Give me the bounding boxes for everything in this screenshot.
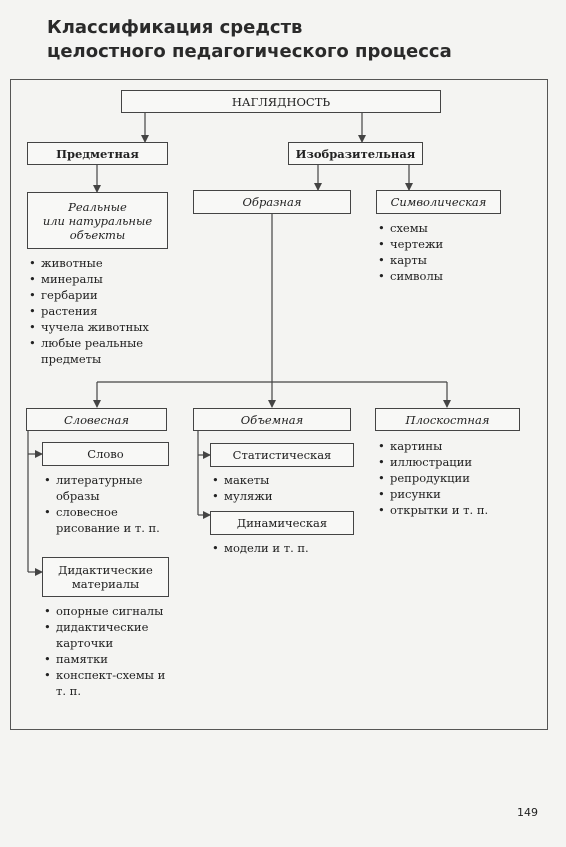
list-item: конспект-схемы и т. п.: [42, 667, 170, 699]
dinamicheskaya-box: Динамическая: [210, 511, 354, 535]
list-item: растения: [27, 303, 167, 319]
obemnaya-box: Объемная: [193, 408, 351, 431]
list-item: карты: [376, 252, 501, 268]
list-item: открытки и т. п.: [376, 502, 521, 518]
list-item: схемы: [376, 220, 501, 236]
list-item: муляжи: [210, 488, 350, 504]
list-item: рисунки: [376, 486, 521, 502]
page-number: 149: [517, 806, 538, 819]
simvolicheskaya-list: схемы чертежи карты символы: [376, 220, 501, 284]
list-item: дидактические карточки: [42, 619, 170, 651]
statisticheskaya-label: Статистическая: [232, 448, 332, 462]
list-item: любые реальные предметы: [27, 335, 167, 367]
obraznaya-box: Образная: [193, 190, 351, 214]
root-label: НАГЛЯДНОСТЬ: [231, 94, 331, 109]
real-objects-line-1: Реальные: [68, 199, 127, 214]
didactic-line-2: материалы: [71, 577, 140, 591]
ploskostnaya-list: картины иллюстрации репродукции рисунки …: [376, 438, 521, 518]
slovo-label: Слово: [87, 447, 124, 461]
list-item: животные: [27, 255, 167, 271]
statisticheskaya-list: макеты муляжи: [210, 472, 350, 504]
simvolicheskaya-box: Символическая: [376, 190, 501, 214]
diagram-frame: [10, 79, 548, 730]
list-item: макеты: [210, 472, 350, 488]
real-objects-list: животные минералы гербарии растения чуче…: [27, 255, 167, 367]
page-title: Классификация средств целостного педагог…: [47, 16, 452, 64]
didactic-materials-box: Дидактические материалы: [42, 557, 169, 597]
didactic-list: опорные сигналы дидактические карточки п…: [42, 603, 170, 699]
slovesnaya-box: Словесная: [26, 408, 167, 431]
list-item: литературные образы: [42, 472, 170, 504]
simvolicheskaya-label: Символическая: [390, 195, 487, 209]
didactic-line-1: Дидактические: [58, 563, 153, 577]
slovesnaya-label: Словесная: [63, 412, 130, 427]
list-item: иллюстрации: [376, 454, 521, 470]
dinamicheskaya-list: модели и т. п.: [210, 540, 350, 556]
list-item: чертежи: [376, 236, 501, 252]
real-objects-line-2: или натуральные: [42, 213, 153, 228]
list-item: репродукции: [376, 470, 521, 486]
dinamicheskaya-label: Динамическая: [236, 516, 328, 530]
list-item: символы: [376, 268, 501, 284]
predmetnaya-label: Предметная: [56, 146, 139, 161]
list-item: минералы: [27, 271, 167, 287]
ploskostnaya-box: Плоскостная: [375, 408, 520, 431]
list-item: словесное рисование и т. п.: [42, 504, 170, 536]
list-item: модели и т. п.: [210, 540, 350, 556]
izobrazitelnaya-label: Изобразительная: [295, 146, 416, 161]
obemnaya-label: Объемная: [240, 412, 304, 427]
izobrazitelnaya-box: Изобразительная: [288, 142, 423, 165]
title-line-1: Классификация средств: [47, 17, 303, 38]
statisticheskaya-box: Статистическая: [210, 443, 354, 467]
real-objects-box: Реальные или натуральные объекты: [27, 192, 168, 249]
list-item: чучела животных: [27, 319, 167, 335]
ploskostnaya-label: Плоскостная: [405, 412, 490, 427]
predmetnaya-box: Предметная: [27, 142, 168, 165]
list-item: картины: [376, 438, 521, 454]
real-objects-line-3: объекты: [69, 227, 126, 242]
list-item: гербарии: [27, 287, 167, 303]
obraznaya-label: Образная: [242, 195, 302, 209]
root-box: НАГЛЯДНОСТЬ: [121, 90, 441, 113]
list-item: памятки: [42, 651, 170, 667]
list-item: опорные сигналы: [42, 603, 170, 619]
slovo-box: Слово: [42, 442, 169, 466]
slovo-list: литературные образы словесное рисование …: [42, 472, 170, 536]
title-line-2: целостного педагогического процесса: [47, 41, 452, 62]
